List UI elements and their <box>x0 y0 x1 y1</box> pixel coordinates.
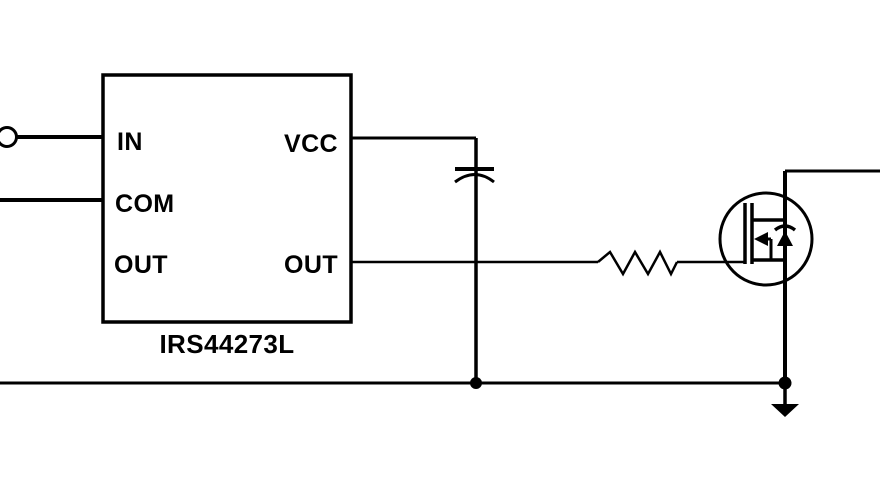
input-terminal-icon <box>0 126 18 148</box>
mosfet-icon <box>718 191 814 287</box>
ic-pin-label-out-right: OUT <box>284 251 338 279</box>
ic-block: IN COM OUT VCC OUT IRS44273L <box>101 73 353 359</box>
ic-pin-label-vcc: VCC <box>284 130 338 158</box>
ic-part-number: IRS44273L <box>159 329 294 359</box>
mosfet-body-circle <box>718 191 814 287</box>
ic-pin-label-in: IN <box>117 128 143 156</box>
mosfet-body-arrow-icon <box>754 232 768 246</box>
ground-triangle <box>771 404 799 417</box>
ground-icon <box>771 383 799 417</box>
ic-pin-label-out-left: OUT <box>114 251 168 279</box>
ic-pin-label-com: COM <box>115 190 175 218</box>
capacitor-bottom-plate <box>454 173 495 184</box>
junction-dot <box>470 377 482 389</box>
capacitor-icon <box>454 167 495 184</box>
resistor-icon <box>597 249 679 277</box>
